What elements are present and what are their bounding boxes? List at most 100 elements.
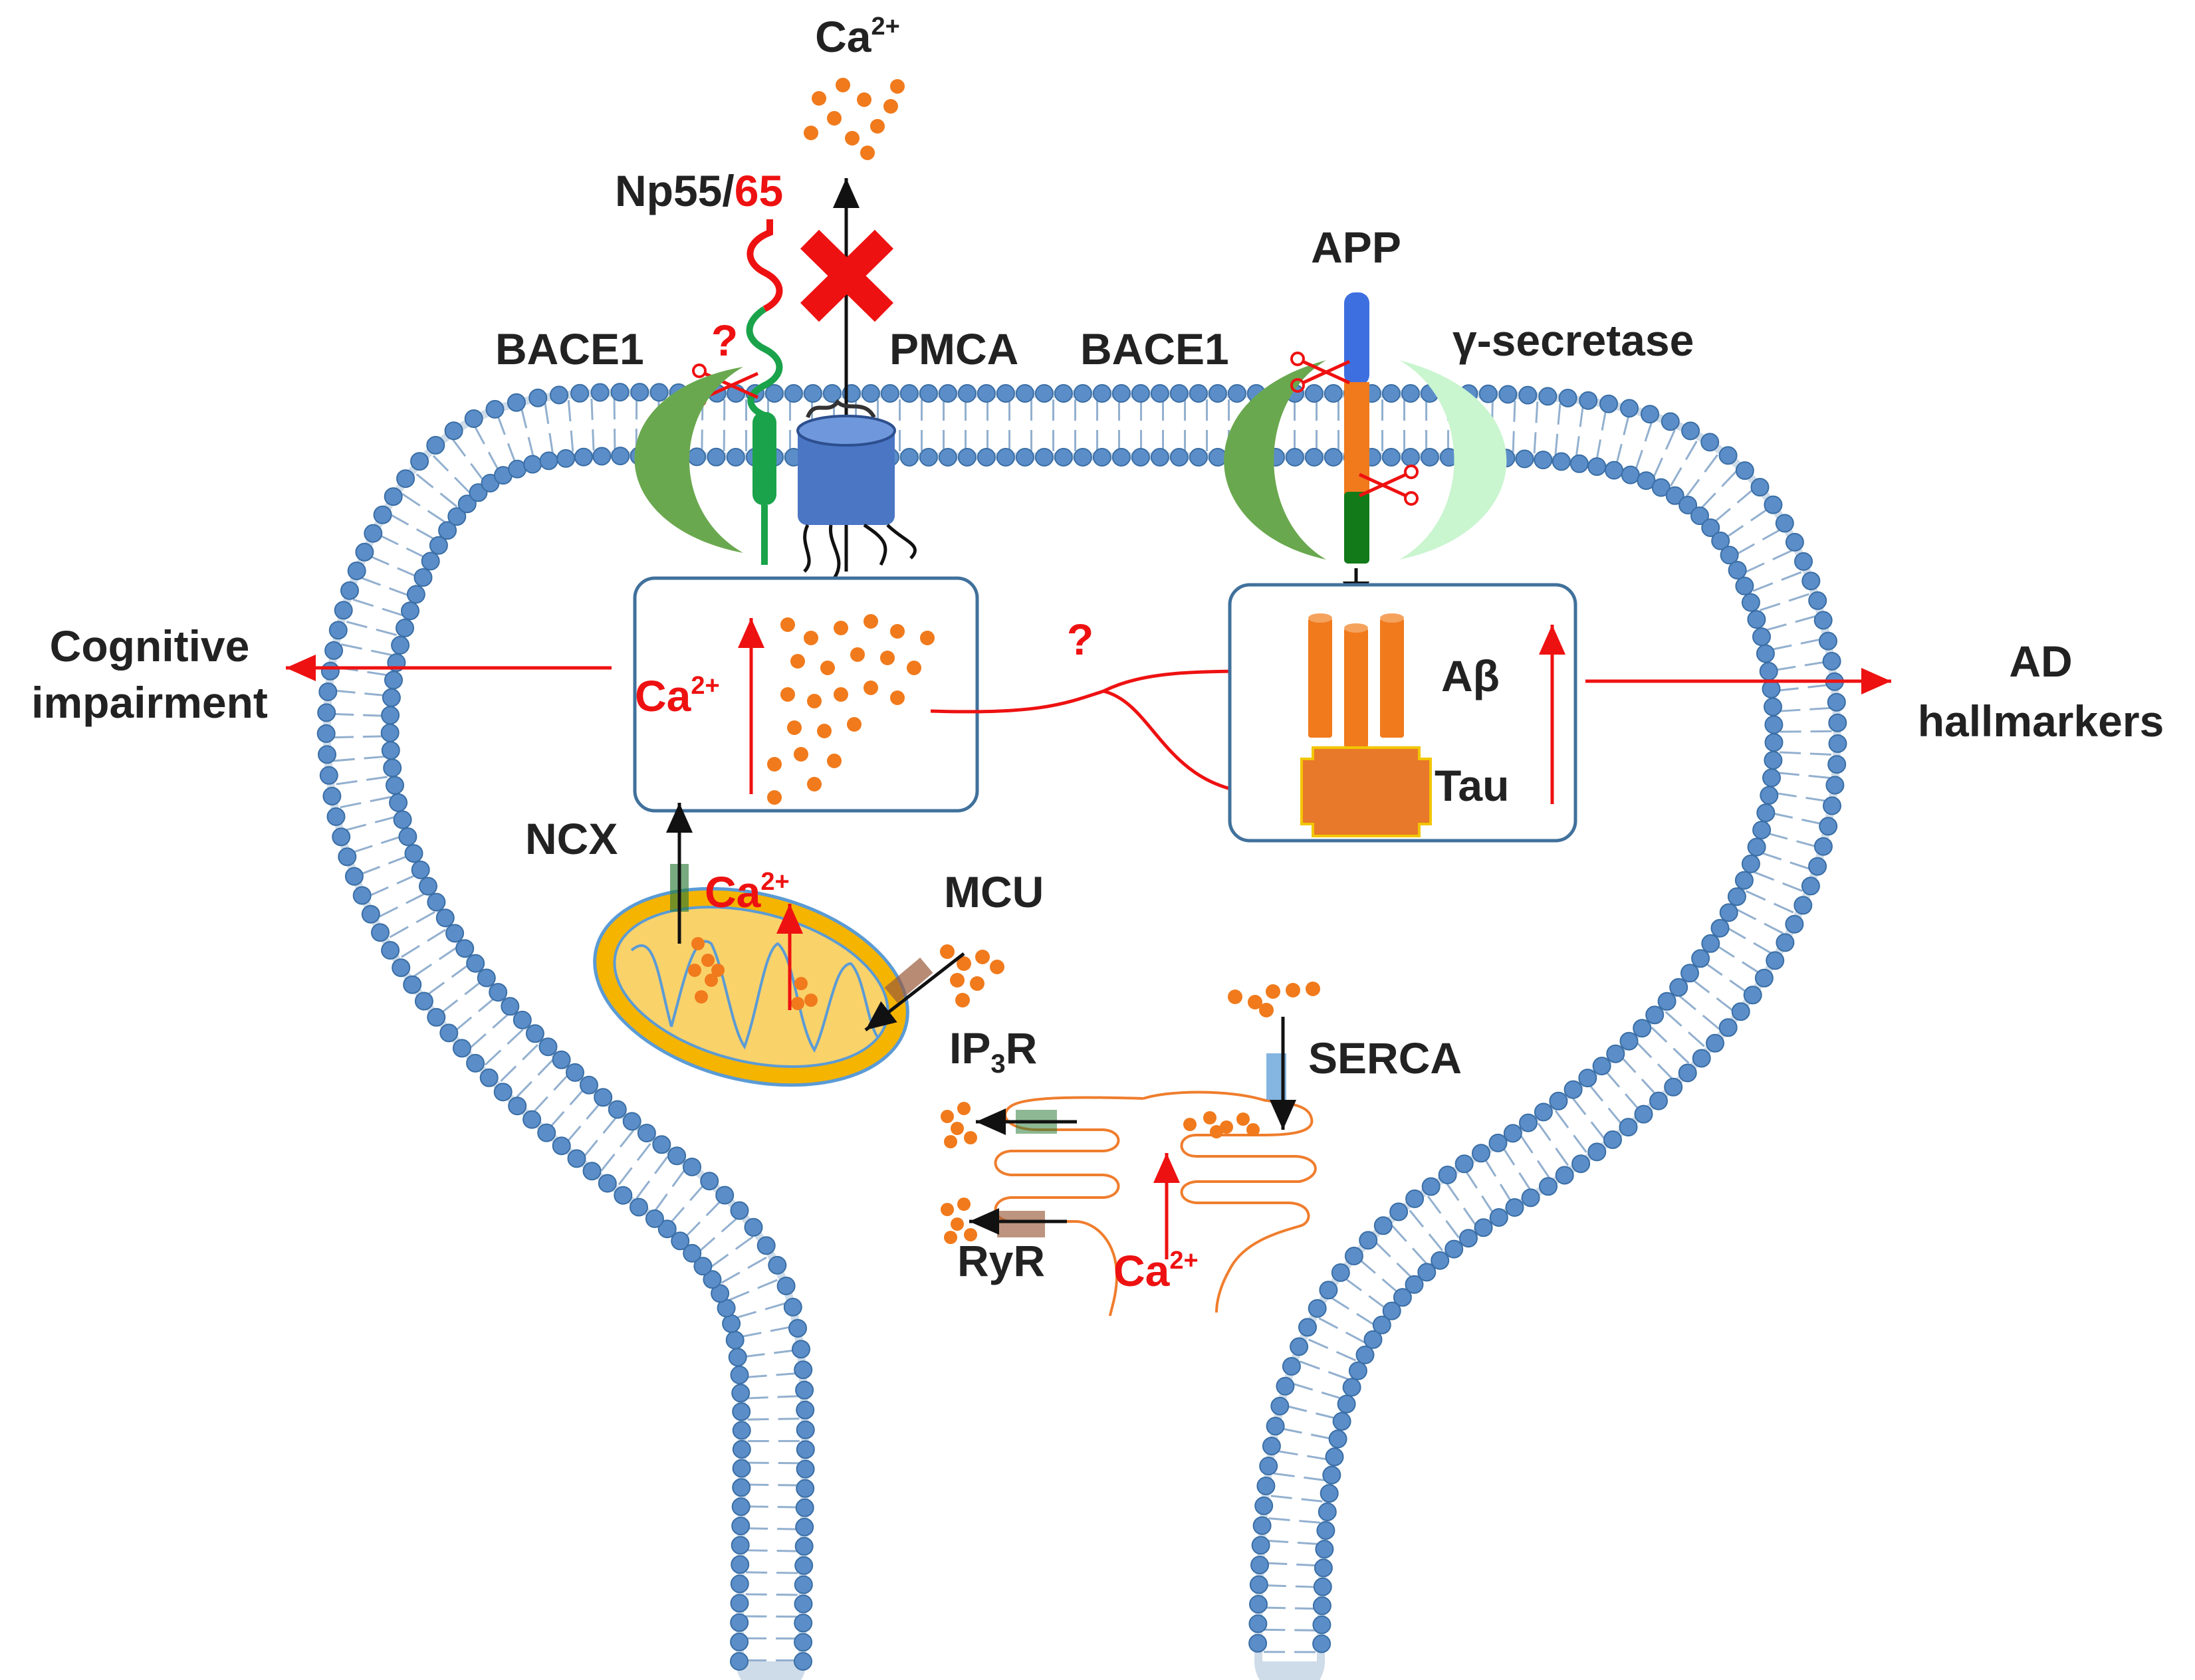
lipid-head [1169,448,1189,467]
lipid-head [429,536,448,555]
gamma-secretase-enzyme [1399,360,1507,560]
lipid-head [401,601,419,621]
lipid-head [1401,448,1420,467]
lipid-head [493,1083,513,1102]
bace1-left-label: BACE1 [495,324,644,373]
lipid-head [1312,1596,1331,1616]
lipid-head [410,452,429,471]
lipid-head [1381,448,1401,467]
lipid-head [726,448,745,467]
lipid-head [1741,854,1760,873]
lipid-head [334,601,353,620]
lipid-head [404,844,423,863]
mcu-arrow [864,952,965,1031]
lipid-head [1571,1154,1591,1174]
lipid-head [435,908,455,928]
lipid-head [731,1384,751,1403]
lipid-head [1766,951,1785,970]
serca-label: SERCA [1308,1033,1462,1083]
lipid-head [731,1517,751,1536]
lipid-head [1259,1457,1278,1475]
lipid-head [1587,457,1607,476]
lipid-head [1825,776,1845,795]
lipid-head [1619,1118,1638,1137]
lipid-head [683,1158,701,1176]
lipid-head [590,383,610,402]
lipid-head [1759,662,1778,681]
lipid-head [361,904,380,924]
lipid-head [1603,1130,1622,1149]
lipid-head [1111,448,1131,467]
lipid-head [1681,421,1700,441]
lipid-head [794,1556,814,1575]
lipid-head [1381,384,1401,403]
lipid-head [1637,471,1656,490]
lipid-head [611,447,630,466]
lipid-head [1664,1077,1683,1097]
lipid-head [610,383,630,402]
lipid-head [1678,496,1698,514]
lipid-head [614,1186,633,1205]
lipid-head [1015,448,1034,467]
lipid-head [1015,384,1034,403]
lipid-head [794,1614,813,1633]
lipid-head [938,384,957,403]
lipid-head [1750,478,1770,497]
lipid-head [1657,992,1676,1011]
lipid-head [1606,1044,1625,1063]
app-protein [1344,292,1369,564]
lipid-head [1764,751,1783,770]
lipid-head [1444,1239,1464,1259]
lipid-head [384,671,403,690]
ca-to-abeta-arrow [930,658,1267,714]
ip3r-label: IP3R [949,1023,1037,1079]
lipid-head [1592,1057,1611,1076]
lipid-head [1619,1031,1639,1051]
ad-label-line2: hallmarkers [1918,696,2164,746]
lipid-head [1248,1633,1268,1653]
lipid-head [732,1402,751,1421]
lipid-head [622,1112,641,1131]
lipid-head [1256,1477,1276,1495]
abeta-aggregate [1308,613,1404,748]
lipid-head [715,1186,735,1205]
lipid-head [794,1652,812,1671]
lipid-head [1372,1315,1391,1334]
lipid-head [1793,896,1813,915]
lipid-head [637,1124,656,1142]
lipid-head [1718,1018,1738,1037]
lipid-head [523,455,542,474]
lipid-head [1034,448,1054,467]
lipid-head [1521,1188,1540,1208]
lipid-head [732,1459,751,1478]
lipid-head [1227,384,1246,403]
lipid-head [1727,887,1746,906]
lipid-head [1813,837,1833,856]
lipid-head [332,827,351,847]
lipid-head [1678,1063,1697,1083]
lipid-head [919,384,938,403]
lipid-head [1373,1216,1393,1235]
lipid-head [426,436,445,455]
lipid-head [957,384,977,403]
lipid-head [1711,531,1730,550]
lipid-head [513,1010,532,1029]
lipid-head [445,924,465,943]
lipid-head [861,384,880,403]
lipid-head [1337,1394,1356,1414]
lipid-head [1718,446,1738,465]
lipid-head [386,776,404,795]
lipid-head [1324,448,1343,467]
lipid-head [1320,1484,1339,1503]
lipid-head [996,384,1015,403]
lipid-head [364,524,383,543]
lipid-head [328,621,348,640]
lipid-head [396,469,415,488]
lipid-head [730,1632,749,1651]
lipid-head [464,409,483,428]
lipid-head [1752,627,1771,647]
lipid-head [1558,389,1577,407]
lipid-head [756,1236,776,1255]
lipid-head [1324,384,1343,403]
cytosolic-ca-box [633,576,979,813]
